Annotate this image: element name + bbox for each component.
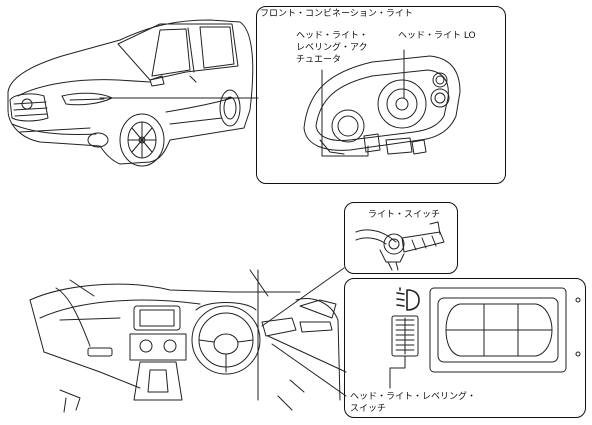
front-combination-light-panel — [256, 6, 506, 184]
car-illustration — [7, 19, 254, 167]
actuator-leader — [321, 69, 369, 157]
lo-label: ヘッド・ライト LO — [398, 31, 476, 41]
front-panel-title: フロント・コンビネーション・ライト — [260, 9, 413, 19]
actuator-label: ヘッド・ライト・ レベリング・アク チュエータ — [296, 31, 369, 65]
leveling-switch-detail — [389, 287, 581, 389]
dashboard-illustration — [29, 269, 341, 413]
headlight-assembly — [303, 55, 461, 155]
light-switch-stalk — [355, 221, 445, 271]
leveling-leader-1 — [267, 335, 347, 373]
headlight-leveling-icon — [396, 287, 420, 311]
leveling-leader-2 — [271, 343, 347, 397]
leveling-switch-leader — [389, 355, 406, 389]
light-switch-panel — [344, 202, 458, 274]
leveling-switch-label: ヘッド・ライト・レベリング・ スイッチ — [350, 392, 477, 414]
switch-leader — [261, 267, 345, 327]
headlight-leveling-panel — [344, 278, 586, 418]
light-switch-title: ライト・スイッチ — [368, 210, 441, 220]
